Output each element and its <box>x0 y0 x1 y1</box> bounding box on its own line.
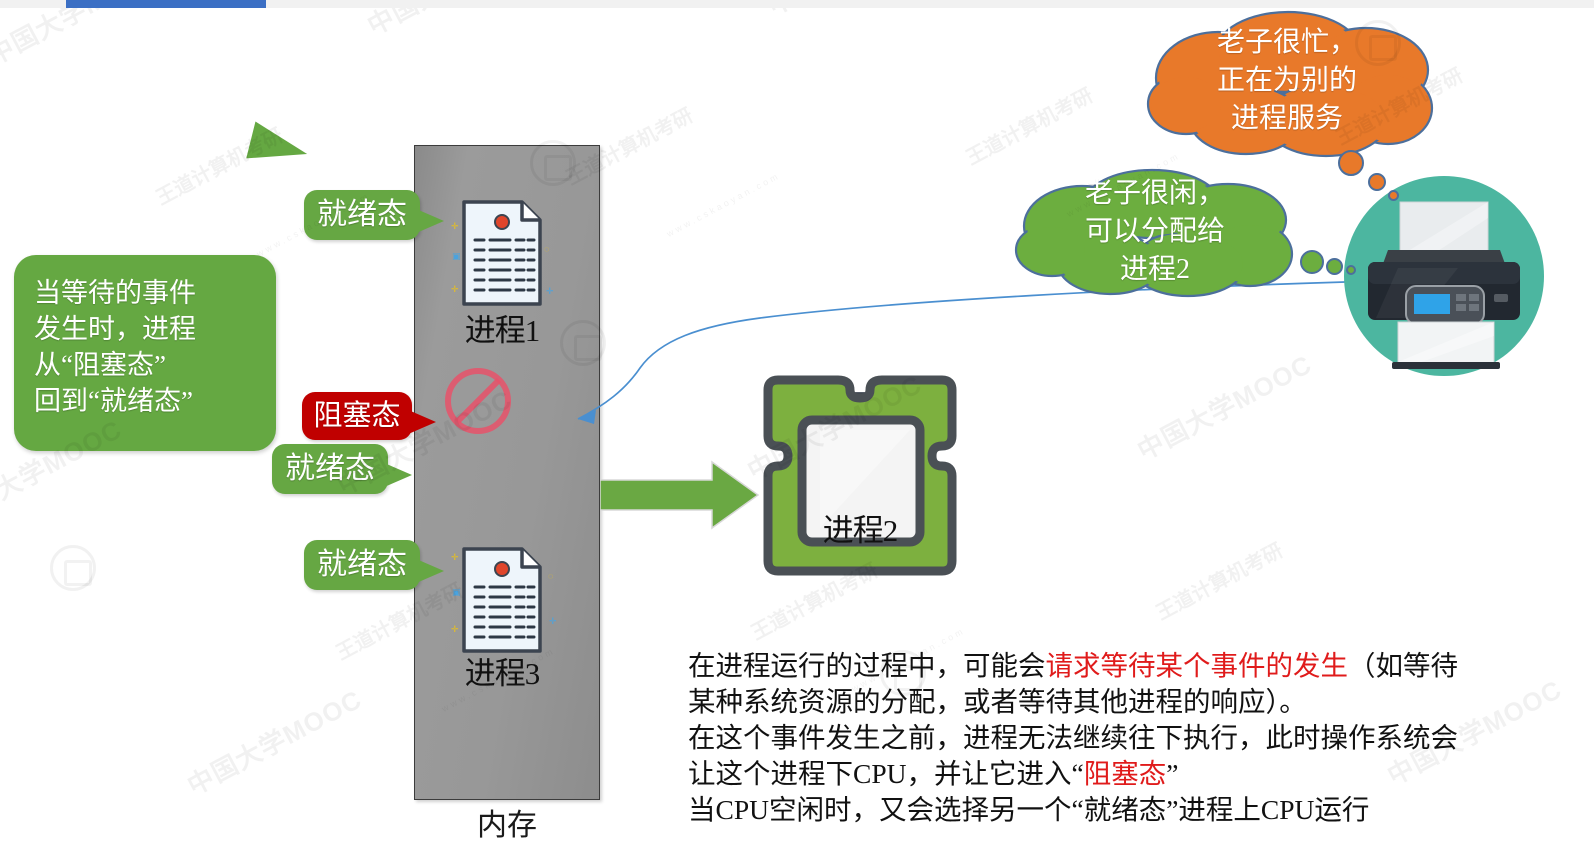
state-label-text: 就绪态 <box>317 548 407 581</box>
process-1-document <box>460 198 544 308</box>
state-label-text: 就绪态 <box>317 198 407 231</box>
video-progress-fill[interactable] <box>66 0 266 8</box>
thought-dot-small <box>1346 265 1356 275</box>
watermark-mooc: 中国大学MOOC <box>0 0 167 71</box>
bubble-tail <box>414 208 444 234</box>
selection-handle[interactable]: ✛ <box>546 286 554 296</box>
selection-handle[interactable]: ✛ <box>451 624 459 634</box>
body-line-4-highlight: 阻塞态 <box>1083 758 1167 789</box>
bubble-tail <box>414 558 444 584</box>
bubble-tail <box>382 462 412 488</box>
document-icon <box>462 200 542 306</box>
thought-dot-small <box>1388 190 1399 201</box>
bubble-tail <box>406 409 436 435</box>
watermark-logo-icon <box>50 545 96 591</box>
selection-handle[interactable]: ✛ <box>549 616 557 626</box>
body-line-1-highlight: 请求等待某个事件的发生 <box>1045 650 1349 681</box>
selection-handle[interactable]: ◌ <box>544 244 550 254</box>
body-line-4-a: 让这个进程下CPU，并让它进入“ <box>688 758 1084 789</box>
callout-text: 当等待的事件 发生时，进程 从“阻塞态” 回到“就绪态” <box>34 278 196 416</box>
watermark-kaoyan: 王道计算机考研 <box>962 84 1097 170</box>
watermark-mooc: 中国大学MOOC <box>182 683 367 801</box>
thought-dot-medium <box>1326 258 1343 275</box>
selection-handle[interactable]: ✛ <box>451 552 459 562</box>
watermark-mooc: 中国大学MOOC <box>1132 348 1317 466</box>
memory-label: 内存 <box>477 809 537 842</box>
body-line-3: 在这个事件发生之前，进程无法继续往下执行，此时操作系统会 <box>688 722 1458 753</box>
selection-handle[interactable]: ✛ <box>451 284 459 294</box>
watermark-site: www.cskaoyan.com <box>665 170 782 239</box>
state-label-blocked[interactable]: 阻塞态 <box>302 392 436 440</box>
process-3-document <box>460 545 544 655</box>
process-3-caption: 进程3 <box>464 656 541 691</box>
video-progress-track[interactable] <box>0 0 1594 8</box>
thought-dot-medium <box>1368 173 1386 191</box>
thought-cloud-idle[interactable]: 老子很闲， 可以分配给 进程2 <box>1010 168 1300 298</box>
selection-handle[interactable]: ▣ <box>452 251 461 261</box>
prohibition-icon <box>442 365 514 442</box>
body-line-1-b: （如等待 <box>1348 650 1458 681</box>
watermark-kaoyan: 王道计算机考研 <box>1152 539 1287 625</box>
state-label-ready-bottom[interactable]: 就绪态 <box>304 540 444 590</box>
body-line-1: 在进程运行的过程中，可能会请求等待某个事件的发生（如等待 <box>688 648 1588 684</box>
body-line-4-b: ” <box>1166 758 1179 789</box>
state-label-text: 阻塞态 <box>313 399 401 432</box>
thought-dot-large <box>1300 250 1324 274</box>
document-icon <box>462 547 542 653</box>
state-label-text: 就绪态 <box>285 452 375 485</box>
body-line-1-a: 在进程运行的过程中，可能会 <box>688 650 1046 681</box>
callout-bubble[interactable]: 当等待的事件 发生时，进程 从“阻塞态” 回到“就绪态” <box>14 255 276 451</box>
process-1-caption: 进程1 <box>464 313 541 348</box>
thought-dot-large <box>1338 150 1364 176</box>
right-arrow-icon <box>599 460 760 535</box>
process-2-caption: 进程2 <box>822 513 899 548</box>
selection-handle[interactable]: ◌ <box>548 571 554 581</box>
printer-icon <box>1338 176 1550 381</box>
thought-cloud-busy[interactable]: 老子很忙， 正在为别的 进程服务 <box>1138 8 1436 158</box>
selection-handle[interactable]: ▣ <box>452 587 461 597</box>
body-line-2: 某种系统资源的分配，或者等待其他进程的响应）。 <box>688 686 1307 717</box>
body-line-5: 当CPU空闲时，又会选择另一个“就绪态”进程上CPU运行 <box>688 794 1370 825</box>
body-line-4: 让这个进程下CPU，并让它进入“阻塞态” <box>688 756 1588 792</box>
explanatory-paragraph: 在进程运行的过程中，可能会请求等待某个事件的发生（如等待 某种系统资源的分配，或… <box>688 648 1588 828</box>
state-label-ready-mid[interactable]: 就绪态 <box>272 444 412 494</box>
callout-tail <box>246 121 312 173</box>
cpu-chip-icon <box>760 368 960 588</box>
state-label-ready-top[interactable]: 就绪态 <box>304 190 444 240</box>
selection-handle[interactable]: ✛ <box>451 221 459 231</box>
